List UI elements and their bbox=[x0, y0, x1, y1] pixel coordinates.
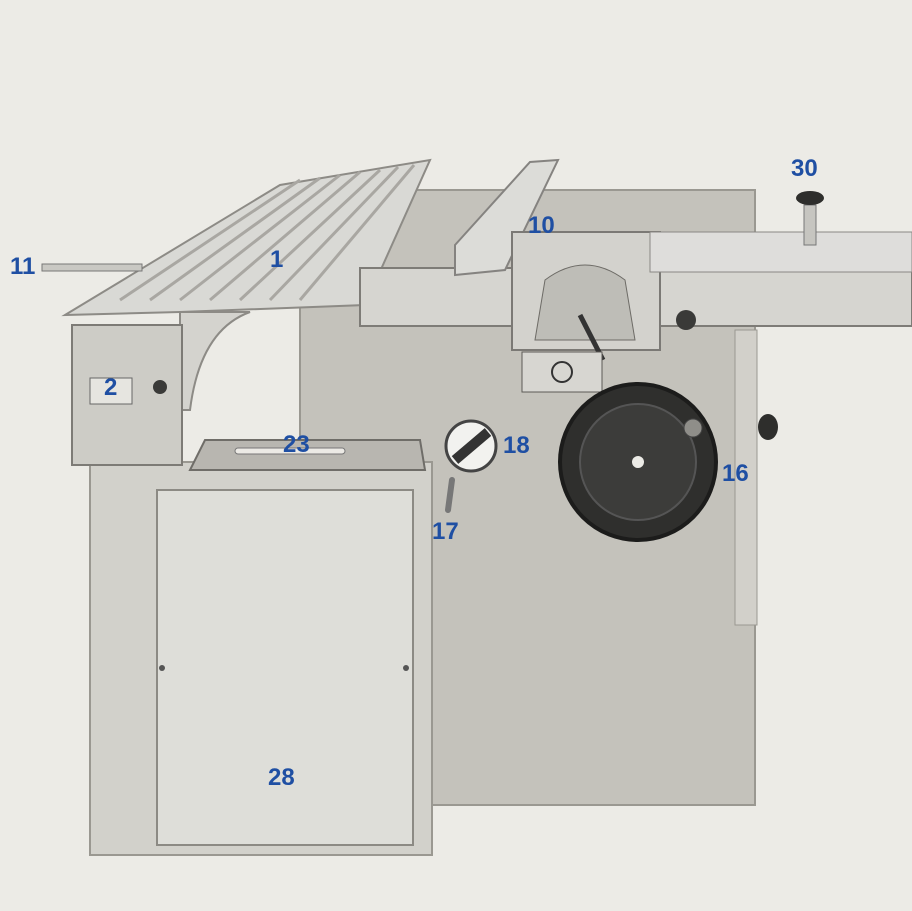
stop-knob-icon bbox=[796, 191, 824, 205]
tilt-knob-bar-icon bbox=[451, 428, 492, 464]
callout-18: 18 bbox=[503, 432, 530, 459]
side-lock-knob-icon bbox=[758, 414, 778, 440]
sliding-table-grooves bbox=[119, 164, 416, 302]
callout-17: 17 bbox=[432, 518, 459, 545]
door-hinge-icon bbox=[159, 665, 165, 671]
callout-11: 11 bbox=[10, 253, 36, 280]
crosscut-rail bbox=[649, 231, 912, 273]
table-support-bracket bbox=[179, 311, 251, 411]
scale-dial-icon bbox=[551, 361, 573, 383]
clamp-knob-icon bbox=[153, 380, 167, 394]
cabinet-door-28 bbox=[156, 489, 414, 846]
extension-rod-11 bbox=[41, 263, 143, 272]
callout-28: 28 bbox=[268, 764, 295, 791]
tool-tray-wrench bbox=[234, 447, 346, 455]
clamp-plate bbox=[89, 377, 133, 405]
callout-2: 2 bbox=[104, 374, 118, 401]
fence-lock-knob-icon bbox=[676, 310, 696, 330]
stop-post-30 bbox=[803, 204, 817, 246]
lock-lever-17 bbox=[445, 477, 455, 513]
side-rail bbox=[734, 329, 758, 626]
handwheel-grip-icon bbox=[683, 418, 703, 438]
callout-10: 10 bbox=[528, 212, 555, 239]
callout-16: 16 bbox=[722, 460, 749, 487]
callout-23: 23 bbox=[283, 431, 310, 458]
callout-30: 30 bbox=[791, 155, 818, 182]
carriage-arch bbox=[534, 264, 636, 341]
handwheel-hub-icon bbox=[632, 456, 644, 468]
rip-fence-10 bbox=[454, 158, 560, 277]
callout-1: 1 bbox=[270, 246, 284, 273]
door-hinge-icon bbox=[403, 665, 409, 671]
scale-plate bbox=[521, 351, 603, 393]
